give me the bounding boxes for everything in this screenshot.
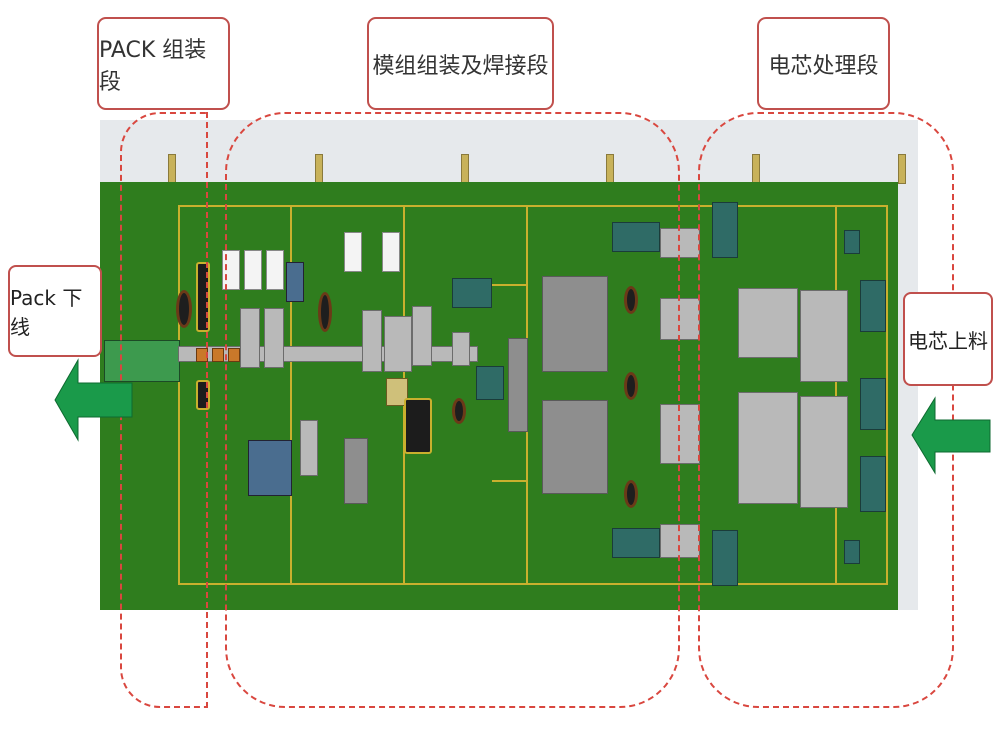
divider-line (835, 207, 837, 583)
station-unit (212, 348, 224, 362)
equipment-unit (344, 232, 362, 272)
output-label: Pack 下线 (8, 265, 102, 357)
section-label-pack-assembly: PACK 组装段 (97, 17, 230, 110)
divider-line (290, 207, 292, 583)
equipment-unit (386, 378, 408, 406)
equipment-block (738, 288, 798, 358)
pack-assembly-zone (120, 112, 208, 708)
connector-trace (492, 284, 528, 286)
equipment-unit (612, 222, 660, 252)
equipment-unit (660, 404, 700, 464)
robot-unit (624, 372, 638, 400)
equipment-unit (844, 540, 860, 564)
equipment-unit (452, 332, 470, 366)
section-label-module-assembly: 模组组装及焊接段 (367, 17, 554, 110)
equipment-unit (660, 228, 700, 258)
equipment-unit (300, 420, 318, 476)
equipment-unit (248, 440, 292, 496)
equipment-unit (508, 338, 528, 432)
equipment-unit (860, 280, 886, 332)
equipment-unit (612, 528, 660, 558)
equipment-block (542, 276, 608, 372)
equipment-unit (860, 378, 886, 430)
module-assembly-zone (225, 112, 680, 708)
line-boundary-frame (178, 205, 888, 585)
equipment-unit (712, 530, 738, 586)
equipment-block (738, 392, 798, 504)
cell-processing-zone (698, 112, 954, 708)
equipment-unit (382, 232, 400, 272)
equipment-unit (240, 308, 260, 368)
station-unit (228, 348, 240, 362)
equipment-unit (404, 398, 432, 454)
equipment-block (800, 396, 848, 508)
equipment-unit (860, 456, 886, 512)
equipment-unit (476, 366, 504, 400)
robot-unit (452, 398, 466, 424)
equipment-unit (266, 250, 284, 290)
equipment-unit (344, 438, 368, 504)
input-label: 电芯上料 (903, 292, 993, 386)
equipment-unit (384, 316, 412, 372)
equipment-unit (412, 306, 432, 366)
robot-unit (624, 286, 638, 314)
robot-unit (318, 292, 332, 332)
equipment-unit (452, 278, 492, 308)
equipment-unit (844, 230, 860, 254)
equipment-unit (244, 250, 262, 290)
equipment-unit (660, 298, 700, 340)
equipment-block (800, 290, 848, 382)
robot-unit (176, 290, 192, 328)
robot-unit (624, 480, 638, 508)
equipment-unit (286, 262, 304, 302)
equipment-unit (712, 202, 738, 258)
section-label-cell-processing: 电芯处理段 (757, 17, 890, 110)
equipment-unit (362, 310, 382, 372)
equipment-unit (264, 308, 284, 368)
equipment-block (542, 400, 608, 494)
connector-trace (492, 480, 528, 482)
